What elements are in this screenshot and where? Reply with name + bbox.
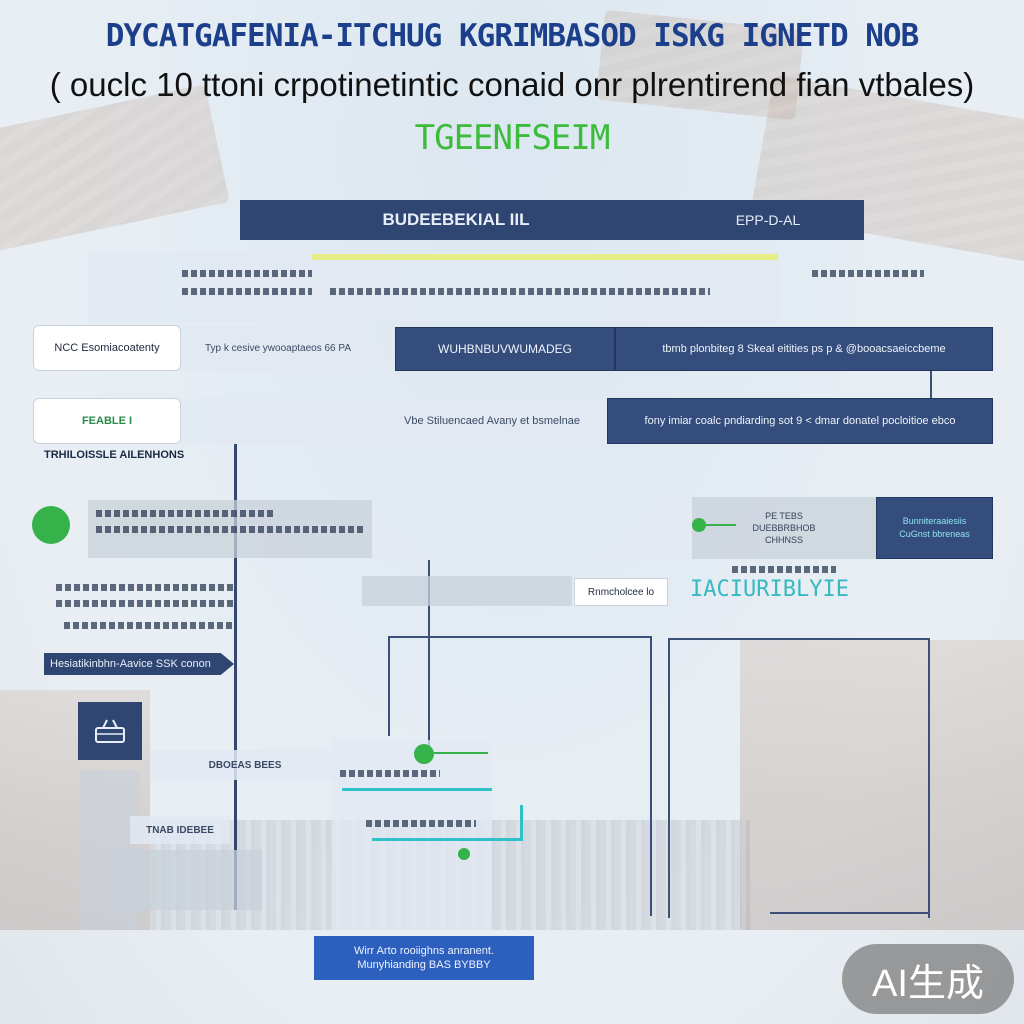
device-icon [78, 702, 142, 760]
subtitle: ( ouclc 10 ttoni crpotinetintic conaid o… [49, 66, 975, 103]
middle-block-text-2 [96, 526, 366, 533]
center-green-dot [414, 744, 434, 764]
label-dboe: DBOEAS BEES [150, 750, 340, 780]
teal-line-1 [342, 788, 492, 791]
center-lower-panel [332, 740, 492, 930]
row2-left-box: FEABLE I [33, 398, 181, 444]
right-node-connector [706, 524, 736, 526]
teal-line-3 [520, 805, 523, 841]
spine-center [428, 560, 430, 750]
row2-mid-box: Vbe Stiluencaed Avany et bsmelnae [377, 398, 607, 444]
right-node-dot [692, 518, 706, 532]
green-node-icon [32, 506, 70, 544]
bracket-right-bottom [770, 912, 930, 914]
center-green-connector [434, 752, 488, 754]
row1-wide-label: WUHBNBUVWUMADEG [395, 327, 615, 371]
right-text-line [732, 566, 836, 573]
strip-text-1 [182, 270, 312, 277]
tag-arrow-label: Hesiatikinbhn-Aavice SSK conon [44, 653, 234, 675]
green-subheading: TGEENFSEIM [414, 118, 611, 158]
right-node-dark-text-1: Bunniteraaiesiis [902, 516, 967, 526]
strip-highlight [312, 254, 778, 260]
left-text-line-2 [56, 600, 234, 607]
right-node-box: PE TEBS DUEBBRBHOB CHHNSS [692, 497, 876, 559]
left-text-line-1 [56, 584, 234, 591]
teal-line-2 [372, 838, 522, 841]
row2-blank-box [181, 398, 377, 444]
bracket-right-right [928, 638, 930, 918]
main-title: DYCATGAFENIA-ITCHUG KGRIMBASOD ISKG IGNE… [105, 18, 920, 54]
strip-text-2 [182, 288, 312, 295]
row1-mid-box: Typ k cesive ywooaptaeos 66 PA [181, 325, 375, 371]
right-node-dark-text-2: CuGnst bbreneas [899, 529, 970, 539]
right-node-label-3: CHHNSS [764, 535, 803, 545]
small-box: Rnmcholcee lo [574, 578, 668, 606]
basket-icon [95, 719, 125, 743]
spine-left [234, 444, 237, 910]
right-node-label-1: PE TEBS [765, 511, 803, 521]
bottom-blue-box: Wirr Arto rooiighns anranent. Munyhiandi… [314, 936, 534, 980]
lower-left-panel [112, 850, 262, 910]
middle-block-text-1 [96, 510, 276, 517]
bracket-center-top [388, 636, 652, 638]
section-label: TRHILOISSLE AILENHONS [44, 449, 185, 461]
row1-left-box: NCC Esomiacoatenty [33, 325, 181, 371]
strip-right-text [812, 270, 924, 277]
center-panel-text-2 [366, 820, 476, 827]
center-green-dot-2 [458, 848, 470, 860]
data-strip [88, 252, 778, 322]
bottom-box-line-1: Wirr Arto rooiighns anranent. [353, 945, 494, 957]
bottom-box-line-2: Munyhianding BAS BYBBY [357, 959, 491, 971]
strip-text-3 [330, 288, 710, 295]
ai-generated-badge: AI生成 [842, 944, 1014, 1014]
right-node-dark: Bunniteraaiesiis CuGnst bbreneas [876, 497, 993, 559]
center-small-row [362, 576, 572, 606]
header-bar-left: BUDEEBEKIAL IIL [240, 200, 672, 240]
label-tnae: TNAB IDEBEE [130, 816, 230, 844]
left-text-line-3 [64, 622, 234, 629]
bracket-center-left [388, 636, 390, 736]
bracket-center-right [650, 636, 652, 916]
bracket-right-left [668, 638, 670, 918]
connector-row1-row2 [930, 371, 932, 398]
teal-label: IACIURIBLYIE [690, 577, 849, 602]
bracket-right-top [668, 638, 930, 640]
row2-right-box: fony imiar coalc pndiarding sot 9 < dmar… [607, 398, 993, 444]
row1-wide-text: tbmb plonbiteg 8 Skeal eitities ps p & @… [615, 327, 993, 371]
center-panel-text-1 [340, 770, 440, 777]
header-bar-right: EPP-D-AL [672, 200, 864, 240]
right-node-label-2: DUEBBRBHOB [752, 523, 816, 533]
middle-block-center [372, 500, 692, 558]
